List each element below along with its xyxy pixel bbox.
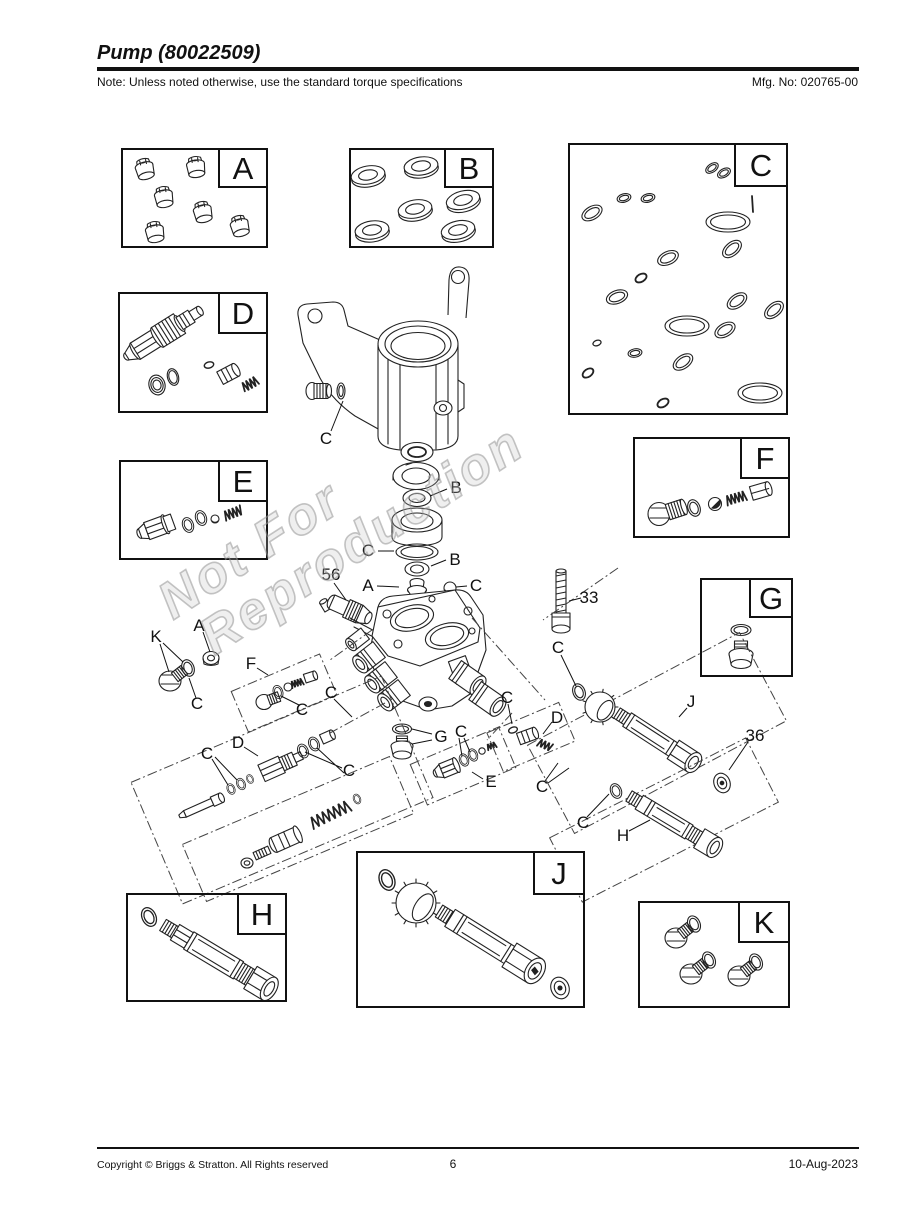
callout-c: C: [551, 638, 565, 657]
parts-group-b: B: [349, 148, 494, 248]
callout-b: B: [449, 550, 461, 569]
bolt-33: [551, 568, 571, 634]
callout-c: C: [324, 683, 338, 702]
group-d-parts: [123, 305, 260, 396]
h-assembly: [548, 737, 780, 903]
group-label-c: C: [734, 143, 788, 187]
callout-56: 56: [321, 565, 341, 584]
pump-housing: [297, 266, 470, 451]
callout-leaders: [159, 400, 749, 832]
j-assembly: [526, 631, 788, 835]
callout-d: D: [231, 733, 245, 752]
callout-c: C: [200, 744, 214, 763]
group-label-g: G: [749, 578, 793, 618]
callout-k: K: [150, 627, 162, 646]
callout-j: J: [686, 692, 696, 711]
page-number: 6: [449, 1157, 457, 1171]
group-g-parts: [728, 623, 754, 670]
left-loose-parts: [158, 650, 220, 692]
f-assembly: [230, 653, 338, 733]
group-label-e: E: [218, 460, 268, 502]
callout-c: C: [319, 429, 333, 448]
callout-33: 33: [579, 588, 599, 607]
callout-a: A: [193, 616, 205, 635]
parts-group-a: A: [121, 148, 268, 248]
group-label-a: A: [218, 148, 268, 188]
callout-e: E: [485, 772, 497, 791]
callout-c: C: [500, 688, 514, 707]
callout-c: C: [295, 700, 309, 719]
group-h-parts: [137, 904, 279, 1002]
callout-c: C: [576, 813, 590, 832]
group-e-parts: [136, 504, 243, 541]
callout-c: C: [454, 722, 468, 741]
manifold: [345, 589, 507, 717]
construction-lines: [329, 567, 619, 741]
part-56: [319, 594, 373, 625]
parts-group-k: K: [638, 901, 790, 1008]
callout-a: A: [362, 576, 374, 595]
group-c-parts: [578, 159, 788, 411]
group-label-b: B: [444, 148, 494, 188]
callout-c: C: [342, 761, 356, 780]
revision-date: 10-Aug-2023: [788, 1157, 858, 1171]
callout-c: C: [361, 541, 375, 560]
parts-group-h: H: [126, 893, 287, 1002]
parts-group-c: C: [568, 143, 788, 415]
seal-stack: [391, 441, 457, 601]
header-rule: [97, 67, 859, 71]
callout-f: F: [245, 654, 257, 673]
group-label-k: K: [738, 901, 790, 943]
group-label-j: J: [533, 851, 585, 895]
e-assembly: [409, 726, 517, 806]
callout-c: C: [190, 694, 204, 713]
parts-group-g: G: [700, 578, 793, 677]
page-title: Pump (80022509): [97, 42, 261, 64]
footer-rule: [97, 1147, 859, 1149]
d-right-assembly: [486, 701, 576, 773]
d-left-assembly: [130, 675, 434, 905]
group-label-h: H: [237, 893, 287, 935]
g-callout-parts: [390, 723, 414, 760]
parts-group-e: E: [119, 460, 268, 560]
group-label-d: D: [218, 292, 268, 334]
copyright-text: Copyright © Briggs & Stratton. All Right…: [97, 1159, 329, 1171]
callout-d: D: [550, 708, 564, 727]
callout-b: B: [450, 478, 462, 497]
torque-note: Note: Unless noted otherwise, use the st…: [97, 75, 463, 89]
parts-group-f: F: [633, 437, 790, 538]
callout-c: C: [469, 576, 483, 595]
callout-h: H: [616, 826, 630, 845]
parts-group-d: D: [118, 292, 268, 413]
parts-group-j: J: [356, 851, 585, 1008]
callout-36: 36: [745, 726, 765, 745]
group-label-f: F: [740, 437, 790, 479]
mfg-number: Mfg. No: 020765-00: [751, 75, 858, 89]
callout-g: G: [434, 727, 448, 746]
group-j-parts: [375, 866, 570, 1000]
group-f-parts: [647, 481, 773, 527]
callout-c: C: [535, 777, 549, 796]
